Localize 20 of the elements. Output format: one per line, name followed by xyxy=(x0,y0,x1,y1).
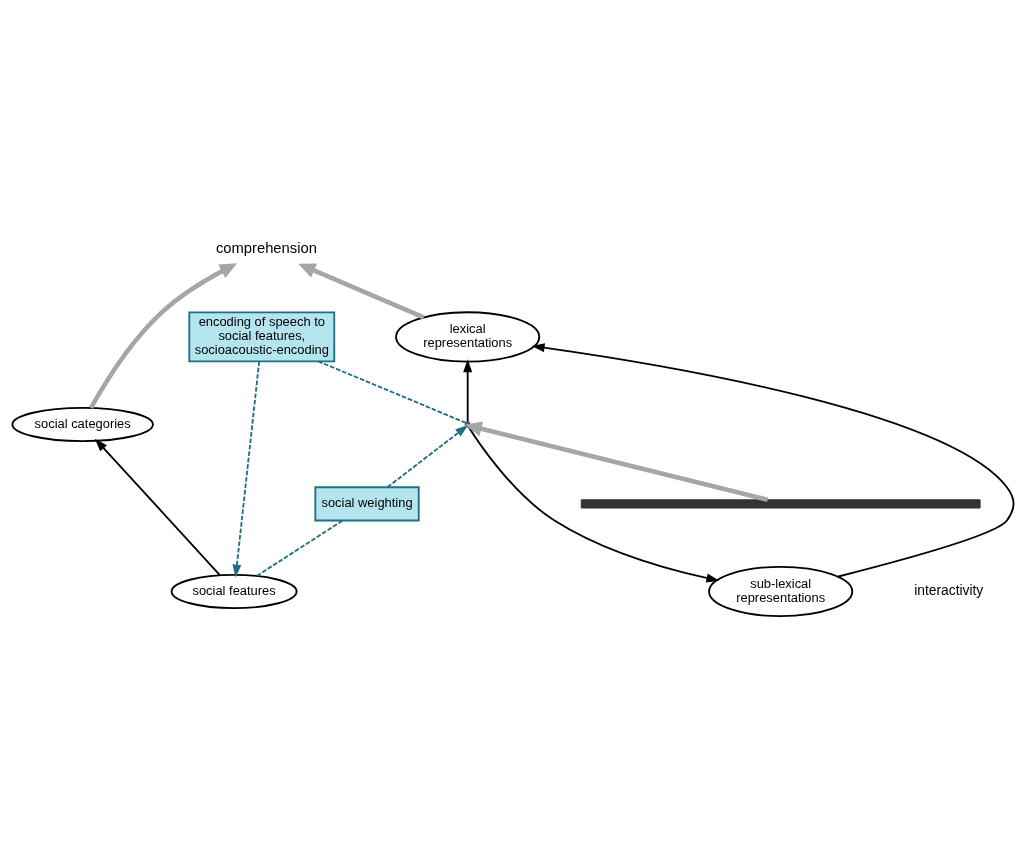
node-ellipse: social features xyxy=(170,573,298,609)
arrow xyxy=(298,263,425,319)
node-box: social weighting xyxy=(314,485,420,521)
connector xyxy=(256,519,344,577)
node-point xyxy=(464,420,471,428)
node-ellipse: sub-lexical representations xyxy=(708,565,854,617)
arrow xyxy=(88,262,238,409)
node-ellipse: social categories xyxy=(11,406,154,442)
connector xyxy=(317,359,467,424)
arrow xyxy=(386,424,469,488)
arrow xyxy=(463,358,473,423)
node-box: encoding of speech to social features, socioacoustic-encoding xyxy=(188,311,336,362)
arrow xyxy=(94,438,221,576)
node-text: comprehension xyxy=(215,239,317,256)
arrow xyxy=(467,425,720,582)
arrow xyxy=(232,360,261,578)
arrow xyxy=(531,342,1015,577)
node-waveform xyxy=(580,498,981,508)
node-ellipse: lexical representations xyxy=(395,310,541,363)
label: interactivity xyxy=(914,581,984,598)
